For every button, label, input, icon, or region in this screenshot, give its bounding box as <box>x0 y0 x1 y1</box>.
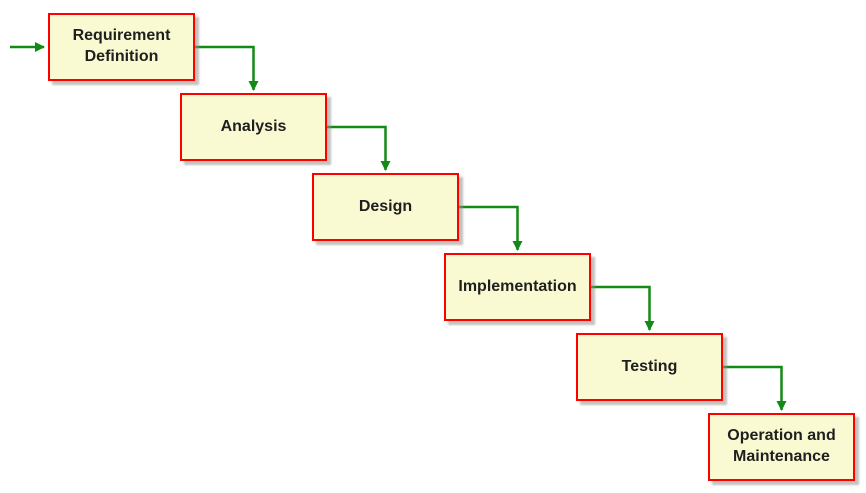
step-box-analysis: Analysis <box>180 93 327 161</box>
step-box-requirement-definition: Requirement Definition <box>48 13 195 81</box>
step-box-testing: Testing <box>576 333 723 401</box>
step-label-requirement-definition: Requirement Definition <box>72 27 171 65</box>
step-box-operation-maintenance: Operation and Maintenance <box>708 413 855 481</box>
step-label-operation-maintenance: Operation and Maintenance <box>727 427 836 465</box>
step-label-design: Design <box>358 197 413 215</box>
connector-implementation-to-testing <box>591 285 655 331</box>
connector-requirement-to-analysis <box>195 45 259 91</box>
step-box-implementation: Implementation <box>444 253 591 321</box>
step-box-design: Design <box>312 173 459 241</box>
connector-testing-to-operation <box>723 365 787 411</box>
step-label-analysis: Analysis <box>220 117 287 135</box>
step-label-testing: Testing <box>621 357 678 375</box>
connector-design-to-implementation <box>459 205 523 251</box>
connector-analysis-to-design <box>327 125 391 171</box>
step-label-implementation: Implementation <box>458 277 577 295</box>
